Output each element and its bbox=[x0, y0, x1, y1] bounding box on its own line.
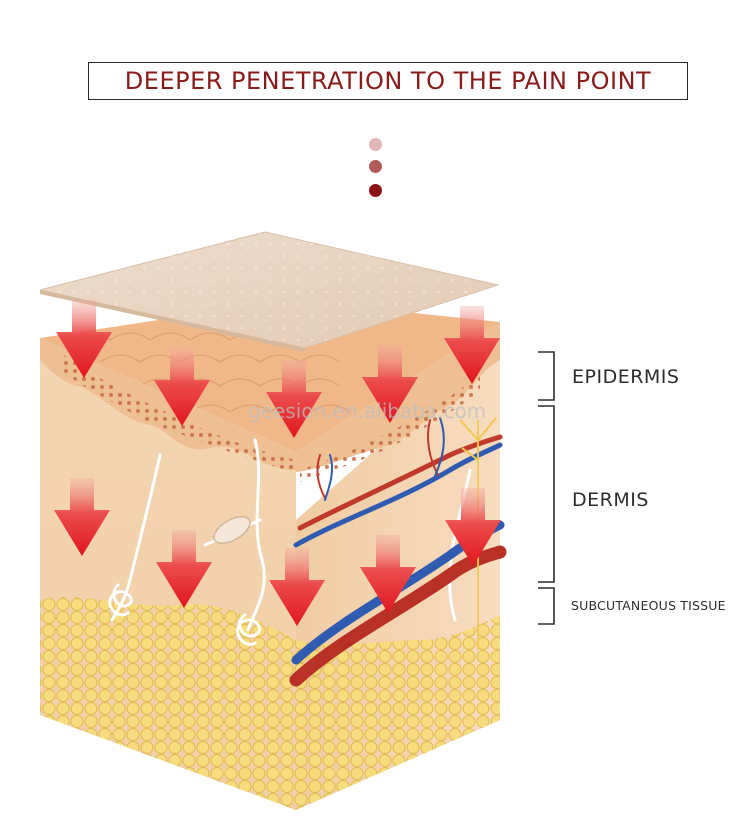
muscle-fiber bbox=[213, 516, 251, 544]
heat-arrow-icon bbox=[154, 348, 210, 426]
heat-arrow-icon bbox=[362, 345, 418, 423]
watermark: geesion.en.alibaba.com bbox=[248, 399, 487, 423]
heat-arrow-icon bbox=[360, 535, 416, 613]
indicator-dot-light bbox=[369, 138, 382, 151]
fat-layer-side bbox=[296, 615, 500, 810]
epidermis-bracket bbox=[538, 351, 555, 401]
page-title: DEEPER PENETRATION TO THE PAIN POINT bbox=[124, 67, 652, 95]
indicator-dot-dark bbox=[369, 184, 382, 197]
epidermis-band-front bbox=[40, 338, 296, 470]
subcutaneous-bracket bbox=[538, 587, 555, 625]
vein bbox=[293, 442, 503, 548]
indicator-dot-medium bbox=[369, 160, 382, 173]
heat-arrow-icon bbox=[445, 488, 501, 566]
artery-lower bbox=[289, 545, 507, 687]
heat-arrow-icon bbox=[156, 530, 212, 608]
heat-arrow-icon bbox=[56, 300, 112, 378]
heat-arrow-icon bbox=[54, 478, 110, 556]
epidermis-label: EPIDERMIS bbox=[572, 366, 680, 388]
heat-arrow-icon bbox=[269, 548, 325, 626]
subcutaneous-label: SUBCUTANEOUS TISSUE bbox=[571, 598, 726, 613]
dermis-bracket bbox=[538, 405, 555, 583]
title-box: DEEPER PENETRATION TO THE PAIN POINT bbox=[88, 62, 688, 100]
fat-layer-front bbox=[40, 597, 296, 810]
skin-top-surface bbox=[40, 300, 500, 452]
heat-arrow-icon bbox=[266, 360, 322, 438]
dermis-label: DERMIS bbox=[572, 489, 649, 511]
heat-arrow-icon bbox=[444, 306, 500, 384]
heat-arrows bbox=[54, 300, 501, 626]
